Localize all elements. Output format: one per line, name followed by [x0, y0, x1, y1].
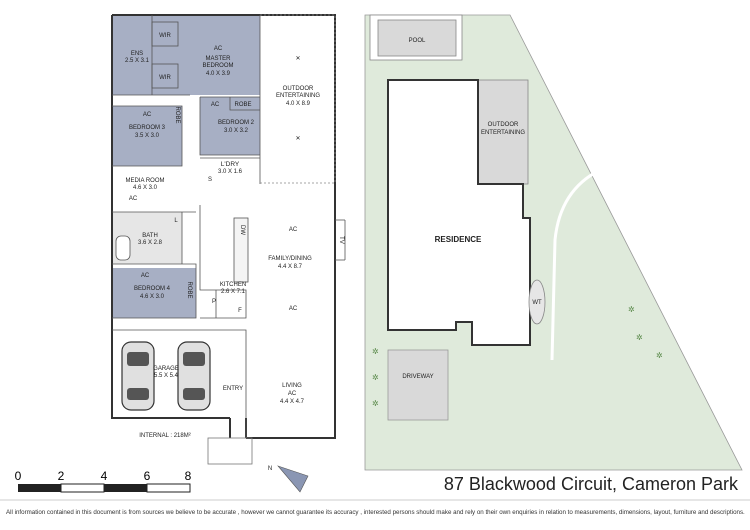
outdoor-label-2: ENTERTAINING [276, 93, 320, 99]
site-outdoor-area [477, 79, 529, 185]
ens-label: ENS [131, 51, 143, 57]
wir-top-label: WIR [159, 33, 171, 39]
family-dims: 4.4 X 8.7 [278, 264, 303, 270]
car-right [177, 341, 211, 411]
robe-a-label: ROBE [234, 102, 251, 108]
media-label: MEDIA ROOM [125, 178, 164, 184]
garage-label: GARAGE [153, 366, 179, 372]
water-tank-label: WT [532, 300, 542, 306]
bathtub [115, 235, 131, 261]
bedroom4-fill [112, 268, 196, 318]
master-ac: AC [214, 46, 223, 52]
site-outdoor-label-1: OUTDOOR [488, 122, 519, 128]
pool [377, 19, 457, 57]
north-label: N [268, 466, 272, 472]
floor-plan: ✕ ✕ ENS 2.5 X 3.1 WIR WIR AC MASTER BEDR… [111, 14, 346, 465]
family-ac-2: AC [289, 306, 298, 312]
living-ac: AC [288, 391, 297, 397]
ensuite-fill [112, 15, 152, 95]
media-dims: 4.6 X 3.0 [133, 185, 158, 191]
garden-path [550, 168, 601, 361]
scale-tick-6: 6 [144, 469, 151, 483]
tree-3: ✲ [372, 399, 379, 408]
kitchen-dims: 2.6 X 7.1 [221, 289, 246, 295]
ldry-dims: 3.0 X 1.6 [218, 169, 243, 175]
scale-tick-0: 0 [15, 469, 22, 483]
f-label: F [238, 308, 242, 314]
site-outdoor-label-2: ENTERTAINING [481, 130, 525, 136]
ens-dims: 2.5 X 3.1 [125, 58, 150, 64]
outdoor-light-1: ✕ [295, 56, 300, 62]
garage-dims: 5.5 X 5.4 [154, 373, 179, 379]
bed4-dims: 4.6 X 3.0 [140, 294, 165, 300]
outer-wall [111, 14, 336, 439]
bed2-dims: 3.0 X 3.2 [224, 128, 249, 134]
scale-tick-8: 8 [185, 469, 192, 483]
ldry-label: L'DRY [221, 161, 240, 168]
site-plan: POOL OUTDOOR ENTERTAINING RESIDENCE WT D… [364, 14, 743, 471]
residence-footprint [387, 79, 531, 346]
p-label: P [212, 299, 216, 305]
bed2-ac: AC [211, 102, 220, 108]
kitchen-label: KITCHEN [220, 282, 246, 288]
outdoor-dims: 4.0 X 8.9 [286, 101, 311, 107]
bed2-label: BEDROOM 2 [218, 120, 255, 126]
master-label-1: MASTER [205, 56, 231, 62]
residence-label: RESIDENCE [435, 235, 482, 244]
bath-dims: 3.6 X 2.8 [138, 240, 163, 246]
family-ac-1: AC [289, 227, 298, 233]
bed3-dims: 3.5 X 3.0 [135, 133, 160, 139]
family-label: FAMILY/DINING [268, 256, 312, 262]
bed3-label: BEDROOM 3 [129, 125, 166, 131]
disclaimer-text: All information contained in this docume… [6, 509, 745, 516]
l-label: L [174, 218, 178, 224]
tree-1: ✲ [372, 347, 379, 356]
outdoor-label-1: OUTDOOR [283, 86, 314, 92]
tv-label: TV [338, 236, 344, 244]
property-address: 87 Blackwood Circuit, Cameron Park [443, 474, 738, 494]
entry-label: ENTRY [223, 386, 243, 392]
scale-tick-2: 2 [58, 469, 65, 483]
tree-6: ✲ [656, 351, 663, 360]
bedroom3-fill [112, 106, 182, 166]
laundry-fill [200, 158, 260, 184]
living-dims: 4.4 X 4.7 [280, 399, 305, 405]
water-tank [528, 279, 546, 325]
living-label: LIVING [282, 383, 302, 389]
scale-tick-4: 4 [101, 469, 108, 483]
tree-5: ✲ [636, 333, 643, 342]
driveway [387, 349, 449, 421]
internal-walls [112, 15, 261, 438]
s-label: S [208, 177, 212, 183]
bed3-ac: AC [143, 112, 152, 118]
bath-label: BATH [142, 233, 158, 239]
media-ac: AC [129, 196, 138, 202]
bed4-label: BEDROOM 4 [134, 286, 171, 292]
robe-b-label: ROBE [174, 106, 180, 123]
robe-c-label: ROBE [186, 281, 192, 298]
master-label-2: BEDROOM [202, 63, 233, 69]
kitchen-island [233, 217, 249, 283]
north-arrow: N [268, 465, 309, 493]
outdoor-light-2: ✕ [295, 136, 300, 142]
tree-4: ✲ [628, 305, 635, 314]
car-left [121, 341, 155, 411]
outdoor-entertaining-outline [260, 14, 336, 184]
tree-2: ✲ [372, 373, 379, 382]
master-dims: 4.0 X 3.9 [206, 71, 231, 77]
internal-area: INTERNAL : 218M² [139, 433, 190, 439]
bed4-ac: AC [141, 273, 150, 279]
pool-label: POOL [409, 38, 426, 44]
wir-top-fill [151, 21, 179, 47]
driveway-label: DRIVEWAY [402, 374, 433, 380]
dw-label: DW [239, 225, 245, 235]
scale-bar: 0 2 4 6 8 [15, 469, 192, 493]
wir-bottom-label: WIR [159, 75, 171, 81]
north-arrow-icon [277, 465, 309, 493]
front-steps [207, 437, 253, 465]
